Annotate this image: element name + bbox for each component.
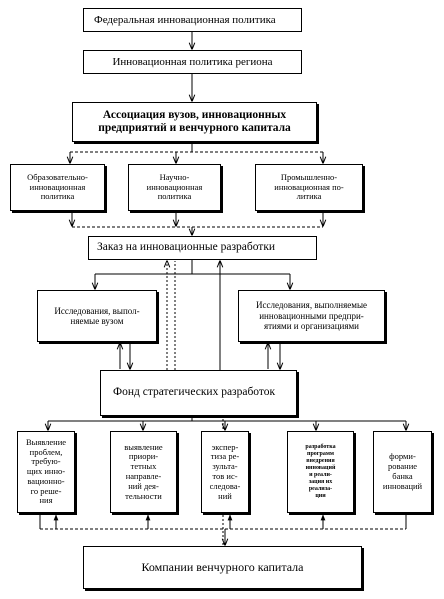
implementation-program-label: разработка программ внедрения инноваций … <box>305 444 336 499</box>
regional-innovation-policy-label: Инновационная политика региона <box>112 55 273 68</box>
industrial-policy-label: Промышленно- инновационная по- литика <box>274 171 344 202</box>
industrial-policy-box: Промышленно- инновационная по- литика <box>255 164 363 211</box>
innovation-bank-box: форми- рование банка инноваций <box>373 431 432 513</box>
strategic-fund-box: Фонд стратегических разработок <box>100 370 297 416</box>
university-research-label: Исследования, выпол- няемые вузом <box>54 305 140 326</box>
educational-policy-label: Образовательно- инновационная политика <box>27 171 88 202</box>
problem-identification-box: Выявление проблем, требую- щих инно- вац… <box>17 431 75 513</box>
association-label: Ассоциация вузов, инновационных предприя… <box>98 108 291 134</box>
federal-innovation-policy-label: Федеральная инновационная политика <box>94 13 276 26</box>
association-box: Ассоциация вузов, инновационных предприя… <box>72 102 317 142</box>
enterprise-research-label: Исследования, выполняемые инновационными… <box>255 300 367 332</box>
university-research-box: Исследования, выпол- няемые вузом <box>37 290 157 342</box>
priority-identification-box: выявление приори- тетных направле- ний д… <box>110 431 177 513</box>
regional-innovation-policy-box: Инновационная политика региона <box>83 50 302 74</box>
scientific-policy-box: Научно- инновационная политика <box>128 164 221 211</box>
research-expertise-label: экспер- тиза ре- зульта- тов ис- следова… <box>209 441 241 501</box>
educational-policy-box: Образовательно- инновационная политика <box>10 164 105 211</box>
innovation-bank-label: форми- рование банка инноваций <box>382 451 423 491</box>
federal-innovation-policy-box: Федеральная инновационная политика <box>83 8 302 32</box>
innovation-order-box: Заказ на инновационные разработки <box>88 236 317 260</box>
innovation-order-label: Заказ на инновационные разработки <box>97 241 276 254</box>
problem-identification-label: Выявление проблем, требую- щих инно- вац… <box>25 436 67 506</box>
research-expertise-box: экспер- тиза ре- зульта- тов ис- следова… <box>201 431 249 513</box>
enterprise-research-box: Исследования, выполняемые инновационными… <box>238 290 385 342</box>
venture-capital-companies-label: Компании венчурного капитала <box>141 559 304 574</box>
strategic-fund-label: Фонд стратегических разработок <box>113 386 276 399</box>
implementation-program-box: разработка программ внедрения инноваций … <box>287 431 354 513</box>
scientific-policy-label: Научно- инновационная политика <box>146 171 203 202</box>
priority-identification-label: выявление приори- тетных направле- ний д… <box>124 441 163 501</box>
venture-capital-companies-box: Компании венчурного капитала <box>83 546 362 589</box>
